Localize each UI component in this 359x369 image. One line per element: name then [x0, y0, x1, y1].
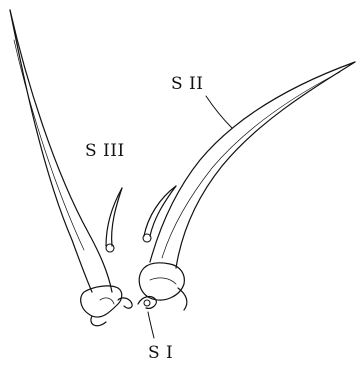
- label-s-ii: S II: [171, 76, 203, 93]
- label-s-iii: S III: [85, 143, 125, 160]
- leader-s-ii: [206, 96, 232, 128]
- leader-s-i: [148, 312, 154, 338]
- label-s-i: S I: [148, 345, 173, 362]
- seta-s-ii: [139, 62, 355, 310]
- seta-s-iii: [106, 188, 122, 252]
- left-long-seta: [10, 10, 122, 326]
